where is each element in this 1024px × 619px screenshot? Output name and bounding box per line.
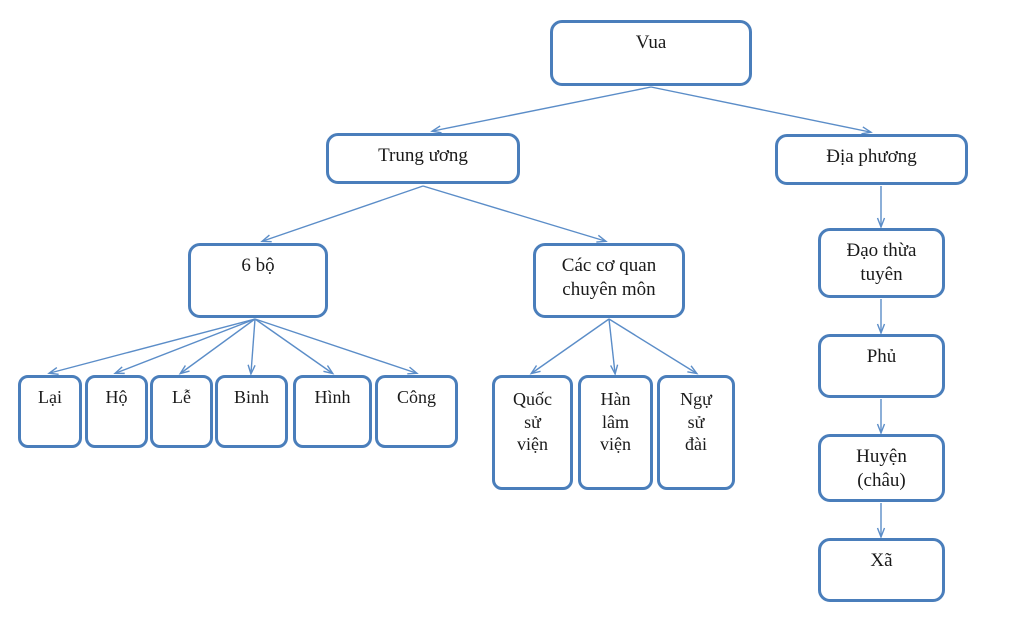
node-label-hinh: Hình <box>314 387 351 407</box>
node-daothua[interactable]: Đạo thừa tuyên <box>818 228 945 298</box>
node-label-trunguong: Trung ương <box>378 145 468 166</box>
connector-coquan-to-ngusu <box>608 318 699 375</box>
node-trunguong[interactable]: Trung ương <box>326 133 520 184</box>
node-saubo[interactable]: 6 bộ <box>188 243 328 318</box>
connector-saubo-to-ho <box>113 318 256 375</box>
node-label-le: Lễ <box>172 387 191 407</box>
node-coquan[interactable]: Các cơ quan chuyên môn <box>533 243 685 318</box>
node-label-phu: Phủ <box>866 346 897 367</box>
connector-trunguong-to-saubo <box>260 185 424 243</box>
node-label-lai: Lại <box>38 387 62 407</box>
connector-coquan-to-hanlam <box>608 318 619 376</box>
node-ho[interactable]: Hộ <box>85 375 148 448</box>
node-binh[interactable]: Binh <box>215 375 288 448</box>
node-label-quocsu: Quốc sử viện <box>513 389 552 455</box>
node-label-diaphuong: Địa phương <box>826 146 917 167</box>
node-ngusu[interactable]: Ngự sử đài <box>657 375 735 490</box>
connector-saubo-to-hinh <box>254 318 335 375</box>
node-label-coquan: Các cơ quan chuyên môn <box>561 255 657 300</box>
node-huyen[interactable]: Huyện (châu) <box>818 434 945 502</box>
node-hanlam[interactable]: Hàn lâm viện <box>578 375 653 490</box>
node-label-huyen: Huyện (châu) <box>856 446 907 491</box>
node-label-saubo: 6 bộ <box>241 255 275 276</box>
node-hinh[interactable]: Hình <box>293 375 372 448</box>
connector-coquan-to-quocsu <box>529 318 610 375</box>
connector-vua-to-trunguong <box>430 86 652 134</box>
node-label-vua: Vua <box>635 32 667 53</box>
node-lai[interactable]: Lại <box>18 375 82 448</box>
node-label-hanlam: Hàn lâm viện <box>600 389 631 455</box>
connector-saubo-to-cong <box>254 318 419 375</box>
node-quocsu[interactable]: Quốc sử viện <box>492 375 573 490</box>
node-xa[interactable]: Xã <box>818 538 945 602</box>
node-diaphuong[interactable]: Địa phương <box>775 134 968 185</box>
node-label-daothua: Đạo thừa tuyên <box>846 240 917 285</box>
connector-trunguong-to-coquan <box>422 185 608 243</box>
node-le[interactable]: Lễ <box>150 375 213 448</box>
connector-saubo-to-lai <box>47 318 256 376</box>
node-label-ngusu: Ngự sử đài <box>680 389 712 455</box>
connector-saubo-to-le <box>178 318 256 375</box>
node-cong[interactable]: Công <box>375 375 458 448</box>
connector-vua-to-diaphuong <box>650 86 873 135</box>
node-phu[interactable]: Phủ <box>818 334 945 398</box>
node-label-ho: Hộ <box>105 387 128 407</box>
node-vua[interactable]: Vua <box>550 20 752 86</box>
connector-saubo-to-binh <box>247 318 256 376</box>
node-label-xa: Xã <box>870 550 893 571</box>
node-label-binh: Binh <box>233 387 269 407</box>
node-label-cong: Công <box>396 387 436 407</box>
